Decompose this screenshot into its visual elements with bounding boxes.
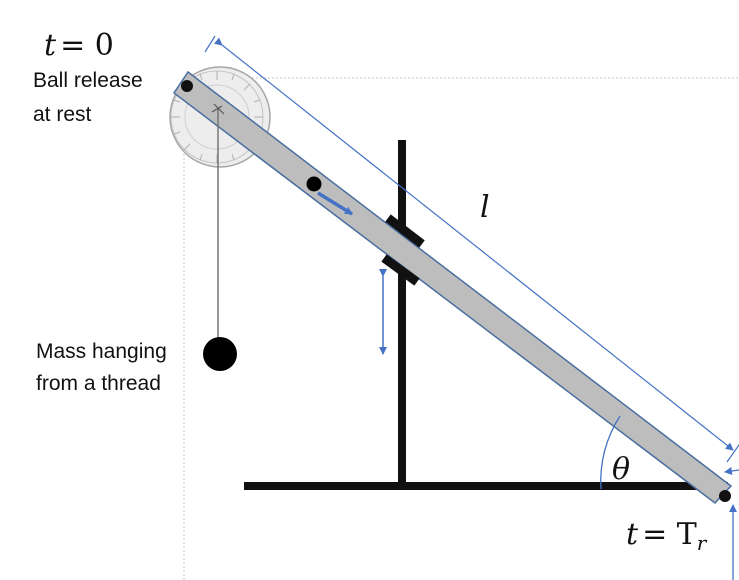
- edge-arrow-top: [724, 467, 739, 475]
- length-dimension: [204, 35, 739, 463]
- hanging-mass: [203, 337, 237, 371]
- t-start-eq: = 0: [60, 28, 114, 63]
- t-start-var: t: [44, 28, 57, 63]
- t-end-eq: = T: [642, 517, 697, 552]
- ball-moving: [306, 176, 322, 192]
- t-end-var: t: [626, 517, 639, 552]
- ball-release-label-1: Ball release: [33, 69, 143, 92]
- mass-label-1: Mass hanging: [36, 340, 167, 363]
- inclined-ramp: [172, 70, 733, 505]
- ball-release-label-2: at rest: [33, 103, 92, 126]
- t-end-sub: r: [696, 531, 707, 555]
- t-start-label: t = 0: [44, 28, 114, 63]
- angle-label: θ: [612, 452, 631, 487]
- ball-end: [719, 490, 731, 502]
- length-label: l: [480, 190, 490, 225]
- mass-label-2: from a thread: [36, 372, 161, 395]
- angle-arc: [600, 415, 621, 490]
- t-end-label: t = Tr: [626, 517, 706, 555]
- ball-start: [181, 80, 193, 92]
